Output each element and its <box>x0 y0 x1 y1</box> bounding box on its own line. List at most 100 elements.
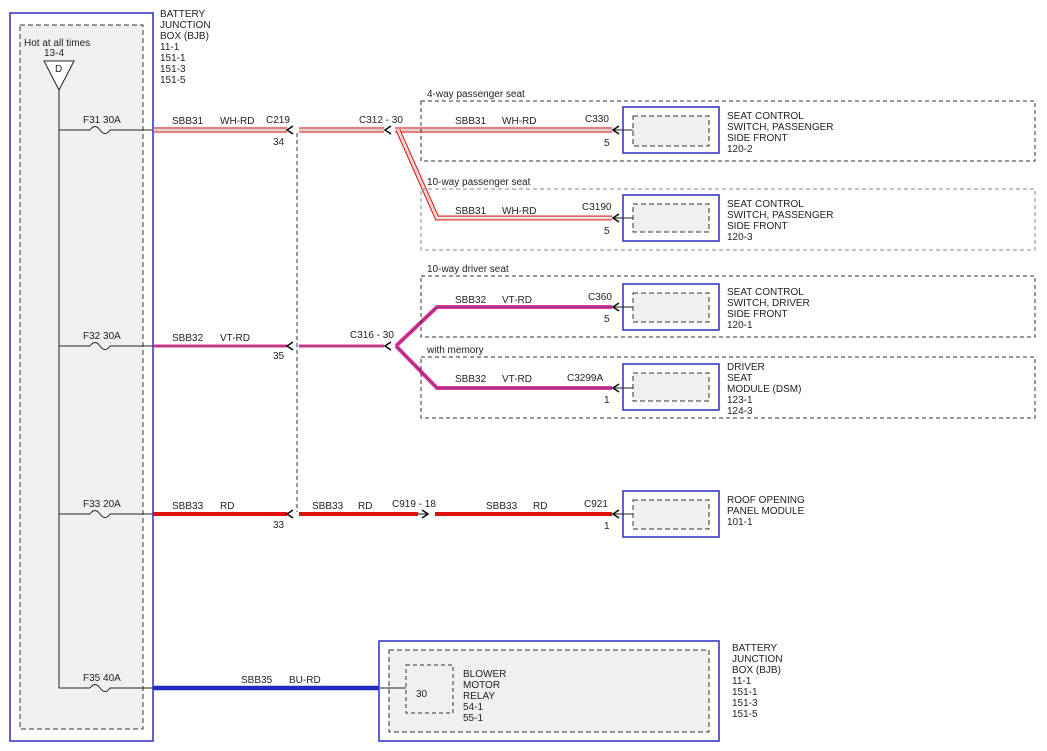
bjb-left-inner-box <box>19 24 144 730</box>
option-label: with memory <box>426 345 484 356</box>
connector-pin33-icon <box>285 509 294 519</box>
svg-text:120-2: 120-2 <box>727 144 753 155</box>
connector-c3190-icon <box>611 213 620 223</box>
fuse-label: F31 30A <box>83 115 121 126</box>
wire-circuit-label: SBB32 <box>455 295 487 306</box>
fuse-f31: F31 30A <box>59 115 153 134</box>
svg-text:SEAT: SEAT <box>727 373 752 384</box>
svg-text:124-3: 124-3 <box>727 406 753 417</box>
wire-circuit-label: SBB31 <box>455 206 487 217</box>
power-source-letter: D <box>55 64 62 75</box>
hot-ref-label: 13-4 <box>44 48 64 59</box>
svg-text:SWITCH, PASSENGER: SWITCH, PASSENGER <box>727 122 834 133</box>
wire-circuit-label: SBB32 <box>455 374 487 385</box>
blower-motor-relay-box <box>405 664 454 714</box>
fuse-label: F33 20A <box>83 499 121 510</box>
option-box-10way-driver <box>420 275 1036 338</box>
fuse-label: F32 30A <box>83 331 121 342</box>
connector-c219-icon <box>285 125 294 135</box>
svg-text:151-1: 151-1 <box>732 687 758 698</box>
component-inner-box <box>632 292 710 323</box>
wire-color-label: WH-RD <box>502 116 536 127</box>
option-label: 4-way passenger seat <box>427 89 525 100</box>
svg-text:RELAY: RELAY <box>463 691 495 702</box>
wire-circuit-label: SBB33 <box>172 501 204 512</box>
component-label-120-1: SEAT CONTROL SWITCH, DRIVER SIDE FRONT 1… <box>727 287 810 331</box>
svg-text:SWITCH, PASSENGER: SWITCH, PASSENGER <box>727 210 834 221</box>
option-box-with-memory <box>420 356 1036 419</box>
svg-text:MOTOR: MOTOR <box>463 680 500 691</box>
component-inner-box <box>632 499 710 530</box>
svg-text:54-1: 54-1 <box>463 702 483 713</box>
option-box-10way-passenger <box>420 188 1036 251</box>
svg-text:55-1: 55-1 <box>463 713 483 724</box>
svg-text:BATTERY: BATTERY <box>732 643 778 654</box>
wire-sbb32 <box>153 305 612 390</box>
relay-label: BLOWER MOTOR RELAY 54-1 55-1 <box>463 669 506 724</box>
component-inner-box <box>632 203 710 233</box>
wire-color-label: RD <box>220 501 234 512</box>
pin-label: 34 <box>273 137 285 148</box>
connector-c316-icon <box>383 341 392 351</box>
pin-label: 1 <box>604 521 610 532</box>
bjb-left-line: 151-1 <box>160 53 186 64</box>
svg-text:120-3: 120-3 <box>727 232 753 243</box>
pin-label: 33 <box>273 520 285 531</box>
wire-color-label: RD <box>533 501 547 512</box>
fuse-f35: F35 40A <box>59 673 153 692</box>
fuse-icon <box>89 342 111 350</box>
fuse-icon <box>89 510 111 518</box>
bjb-left-line: 151-3 <box>160 64 186 75</box>
pin-label: 1 <box>604 395 610 406</box>
fuse-label: F35 40A <box>83 673 121 684</box>
connector-c3299a-icon <box>611 383 620 393</box>
svg-text:SEAT CONTROL: SEAT CONTROL <box>727 287 804 298</box>
pin-label: 5 <box>604 138 610 149</box>
connector-pin35-icon <box>285 341 294 351</box>
svg-text:120-1: 120-1 <box>727 320 753 331</box>
connector-label: C312 - 30 <box>359 115 403 126</box>
wire-sbb31 <box>153 127 612 221</box>
bjb-left-line: BOX (BJB) <box>160 31 209 42</box>
wire-color-label: VT-RD <box>502 374 532 385</box>
wire-circuit-label: SBB33 <box>486 501 518 512</box>
bjb-left-line: 11-1 <box>160 42 180 53</box>
wire-circuit-label: SBB32 <box>172 333 204 344</box>
wire-circuit-label: SBB33 <box>312 501 344 512</box>
svg-text:11-1: 11-1 <box>732 676 752 687</box>
bjb-left-line: JUNCTION <box>160 20 211 31</box>
svg-text:123-1: 123-1 <box>727 395 753 406</box>
connector-label: C921 <box>584 499 608 510</box>
svg-text:SIDE FRONT: SIDE FRONT <box>727 133 788 144</box>
svg-text:DRIVER: DRIVER <box>727 362 765 373</box>
hot-at-all-times-label: Hot at all times <box>24 38 90 49</box>
svg-text:ROOF OPENING: ROOF OPENING <box>727 495 805 506</box>
fuse-f33: F33 20A <box>59 499 153 518</box>
svg-text:151-5: 151-5 <box>732 709 758 720</box>
pin-label: 5 <box>604 314 610 325</box>
svg-text:101-1: 101-1 <box>727 517 753 528</box>
connector-c360-icon <box>611 302 620 312</box>
svg-text:MODULE (DSM): MODULE (DSM) <box>727 384 801 395</box>
svg-text:BLOWER: BLOWER <box>463 669 506 680</box>
wire-color-label: VT-RD <box>220 333 250 344</box>
svg-text:SEAT CONTROL: SEAT CONTROL <box>727 111 804 122</box>
relay-pin-label: 30 <box>416 689 428 700</box>
power-source-triangle-icon <box>43 60 75 92</box>
option-label: 10-way driver seat <box>427 264 509 275</box>
component-inner-box <box>632 115 710 147</box>
bjb-left-line: 151-5 <box>160 75 186 86</box>
pin-label: 35 <box>273 351 285 362</box>
component-inner-box <box>632 372 710 402</box>
bjb-left-line: BATTERY <box>160 9 206 20</box>
connector-label: C3299A <box>567 373 603 384</box>
pin-label: 5 <box>604 226 610 237</box>
connector-label: C360 <box>588 292 612 303</box>
component-label-roof: ROOF OPENING PANEL MODULE 101-1 <box>727 495 805 528</box>
wire-color-label: WH-RD <box>502 206 536 217</box>
option-label: 10-way passenger seat <box>427 177 531 188</box>
wire-circuit-label: SBB31 <box>172 116 204 127</box>
svg-text:SEAT CONTROL: SEAT CONTROL <box>727 199 804 210</box>
